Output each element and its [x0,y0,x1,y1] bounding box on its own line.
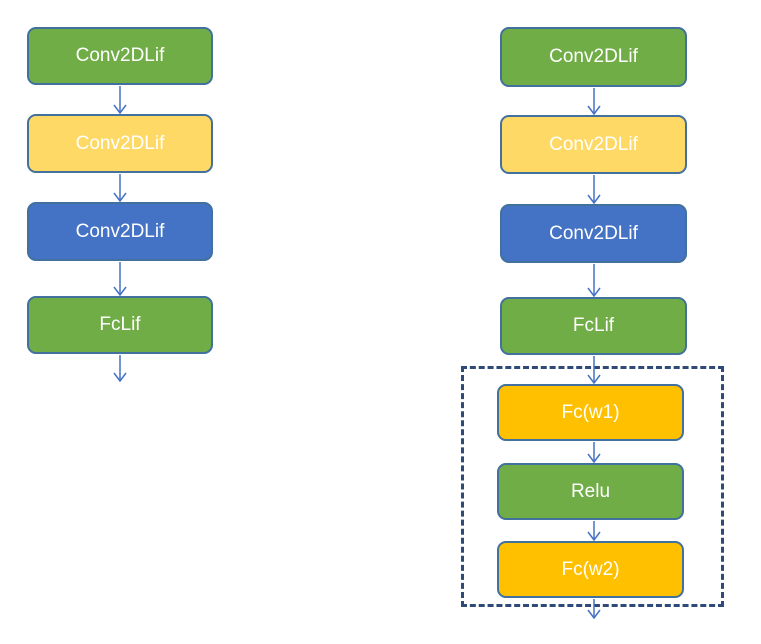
arrow [587,264,601,298]
mlp-block-dashed-border [461,366,724,607]
left-node-conv2dlif-2: Conv2DLif [27,114,213,173]
arrow [587,175,601,205]
arrow [587,356,601,385]
node-label: Conv2DLif [549,46,638,67]
node-label: Conv2DLif [75,45,165,66]
left-node-conv2dlif-3: Conv2DLif [27,202,213,261]
right-node-fclif: FcLif [500,297,687,355]
arrow [113,262,127,297]
arrow [113,86,127,115]
mlp-node-fc-w1: Fc(w1) [497,384,684,441]
right-node-conv2dlif-2: Conv2DLif [500,115,687,174]
node-label: FcLif [99,314,141,335]
node-label: Conv2DLif [549,133,638,155]
node-label: FcLif [572,315,615,336]
left-node-fclif: FcLif [27,296,213,354]
node-label: Conv2DLif [75,132,165,154]
node-label: Conv2DLif [75,220,165,242]
mlp-node-relu: Relu [497,463,684,520]
arrow [587,442,601,464]
node-label: Fc(w2) [561,558,620,580]
right-node-conv2dlif-3: Conv2DLif [500,204,687,263]
arrow [587,599,601,620]
node-label: Fc(w1) [561,401,620,423]
arrow [113,174,127,203]
right-node-conv2dlif-1: Conv2DLif [500,27,687,87]
node-label: Relu [570,480,611,502]
left-node-conv2dlif-1: Conv2DLif [27,27,213,85]
mlp-node-fc-w2: Fc(w2) [497,541,684,598]
node-label: Conv2DLif [549,222,638,244]
arrow [587,88,601,116]
arrow [113,355,127,383]
arrow [587,521,601,542]
